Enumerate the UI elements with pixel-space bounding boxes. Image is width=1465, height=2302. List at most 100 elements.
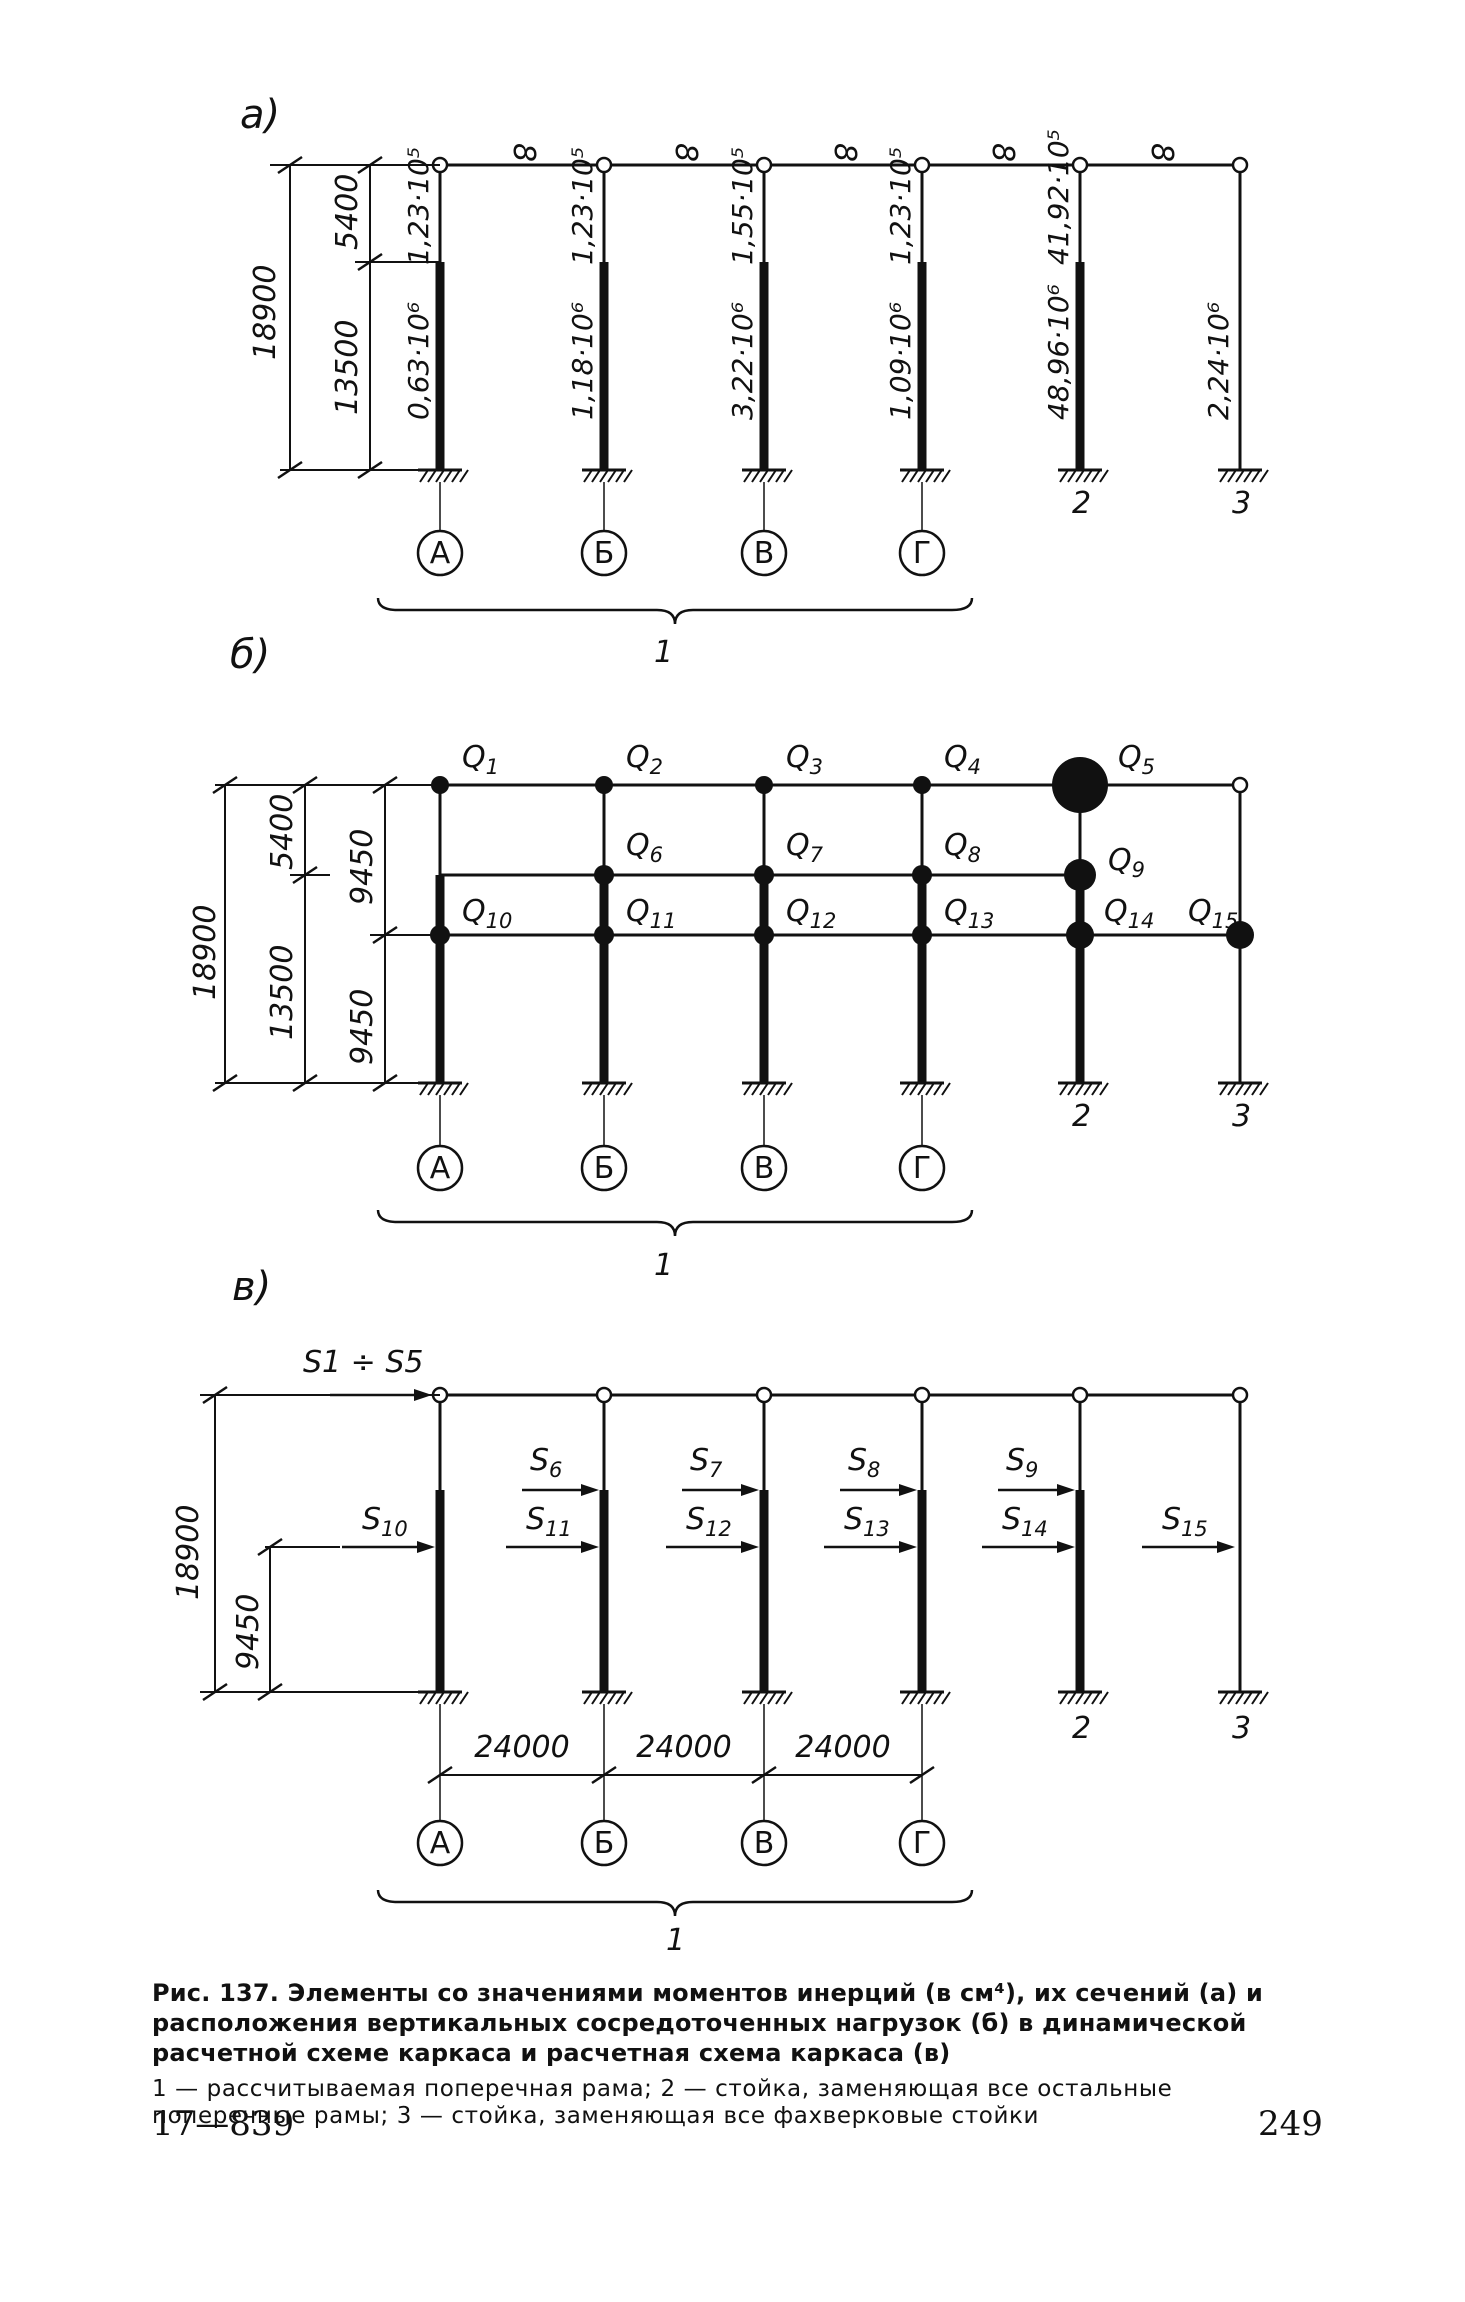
support-hatch: [1243, 469, 1253, 483]
support-hatch: [1091, 1082, 1101, 1096]
span-tick: [427, 1765, 453, 1785]
column-2-label: 2: [1072, 486, 1091, 521]
force-label: S7: [690, 1443, 723, 1482]
dim-total: 18900: [188, 905, 223, 1000]
axis-bubble: [898, 1144, 946, 1192]
column-3-label: 3: [1232, 486, 1251, 521]
support-hatch: [751, 1082, 761, 1096]
dim-tick: [212, 775, 238, 795]
upper-inertia-label: 1,23·10⁵: [566, 147, 599, 265]
lower-inertia-label: 1,09·10⁶: [884, 302, 917, 420]
axis-bubble: [580, 529, 628, 577]
force-label-top: S1 ÷ S5: [303, 1345, 423, 1380]
upper-inertia-label: 1,55·10⁵: [726, 147, 759, 265]
support-hatch: [451, 1082, 461, 1096]
support-hatch: [1067, 469, 1077, 483]
force-label: S8: [848, 1443, 880, 1482]
column-top-hinge: [755, 1386, 773, 1404]
dim-tick: [357, 252, 383, 272]
column-base-support: [742, 468, 793, 483]
force-label: S6: [530, 1443, 562, 1482]
support-hatch: [901, 469, 911, 483]
support-hatch: [419, 469, 429, 483]
support-hatch: [419, 1082, 429, 1096]
support-hatch: [909, 1691, 919, 1705]
span-tick: [909, 1765, 935, 1785]
mass-q15: [1226, 921, 1254, 949]
support-hatch: [1219, 1691, 1229, 1705]
support-hatch: [451, 1691, 461, 1705]
support-hatch: [783, 1691, 793, 1705]
support-hatch: [451, 469, 461, 483]
page-number: 249: [1258, 2104, 1323, 2144]
support-hatch: [607, 1691, 617, 1705]
dim-half-top: 9450: [345, 829, 380, 905]
column-top-hinge: [913, 156, 931, 174]
mass-q9: [1064, 859, 1096, 891]
support-hatch: [607, 469, 617, 483]
support-hatch: [615, 469, 625, 483]
axis-letter: Б: [594, 536, 615, 571]
dim-tick: [292, 865, 318, 885]
support-hatch: [1059, 1691, 1069, 1705]
support-hatch: [901, 1082, 911, 1096]
dim-tick: [202, 1682, 228, 1702]
column-top-hinge: [755, 156, 773, 174]
support-hatch: [1219, 469, 1229, 483]
mass-label: Q15: [1188, 894, 1238, 933]
lower-inertia-label: 2,24·10⁶: [1202, 302, 1235, 420]
dim-tick: [372, 775, 398, 795]
axis-letter: В: [754, 536, 775, 571]
support-hatch: [591, 469, 601, 483]
support-hatch: [759, 1082, 769, 1096]
support-hatch: [599, 469, 609, 483]
upper-inertia-label: 41,92·10⁵: [1042, 129, 1075, 265]
support-hatch: [1219, 1082, 1229, 1096]
lower-inertia-label: 3,22·10⁶: [726, 302, 759, 420]
support-hatch: [419, 1691, 429, 1705]
mass-q: [754, 925, 774, 945]
force-arrow-head: [581, 1541, 599, 1553]
column-top-hinge: [595, 1386, 613, 1404]
support-hatch: [623, 1082, 633, 1096]
span-label: 24000: [636, 1730, 731, 1765]
force-label: S12: [686, 1502, 732, 1541]
axis-letter: В: [754, 1826, 775, 1861]
group-label: 1: [654, 1248, 673, 1283]
column-3-top-hinge: [1231, 776, 1249, 794]
mass-label: Q4: [944, 740, 981, 779]
span-tick: [591, 1765, 617, 1785]
mass-q: [913, 776, 931, 794]
support-hatch: [435, 469, 445, 483]
column-base-support: [742, 1690, 793, 1705]
lower-inertia-label: 1,18·10⁶: [566, 302, 599, 420]
mass-label: Q13: [944, 894, 994, 933]
dim-tick: [292, 1073, 318, 1093]
column-base-support: [742, 1081, 793, 1096]
column-base-support: [1218, 1690, 1269, 1705]
support-hatch: [917, 469, 927, 483]
dim-tick: [292, 775, 318, 795]
support-hatch: [435, 1082, 445, 1096]
frame-schemes-figure: а)81,23·10⁵0,63·10⁶81,23·10⁵1,18·10⁶81,5…: [171, 92, 1269, 1958]
support-hatch: [427, 1082, 437, 1096]
support-hatch: [783, 1082, 793, 1096]
support-hatch: [743, 1082, 753, 1096]
force-arrow-head: [417, 1541, 435, 1553]
force-label: S11: [526, 1502, 572, 1541]
force-arrow-head: [741, 1484, 759, 1496]
support-hatch: [443, 469, 453, 483]
panel-a-letter: а): [240, 92, 280, 138]
column-base-support: [418, 1081, 469, 1096]
support-hatch: [435, 1691, 445, 1705]
support-hatch: [1067, 1691, 1077, 1705]
signature-mark: 17—839: [152, 2104, 295, 2144]
mass-q: [912, 865, 932, 885]
caption-title: Рис. 137. Элементы со значениями моменто…: [152, 1979, 1263, 2067]
support-hatch: [591, 1691, 601, 1705]
lower-inertia-label: 48,96·10⁶: [1042, 284, 1075, 420]
column-2-label: 2: [1072, 1099, 1091, 1134]
support-hatch: [1243, 1082, 1253, 1096]
axis-bubble: [740, 529, 788, 577]
support-hatch: [775, 469, 785, 483]
